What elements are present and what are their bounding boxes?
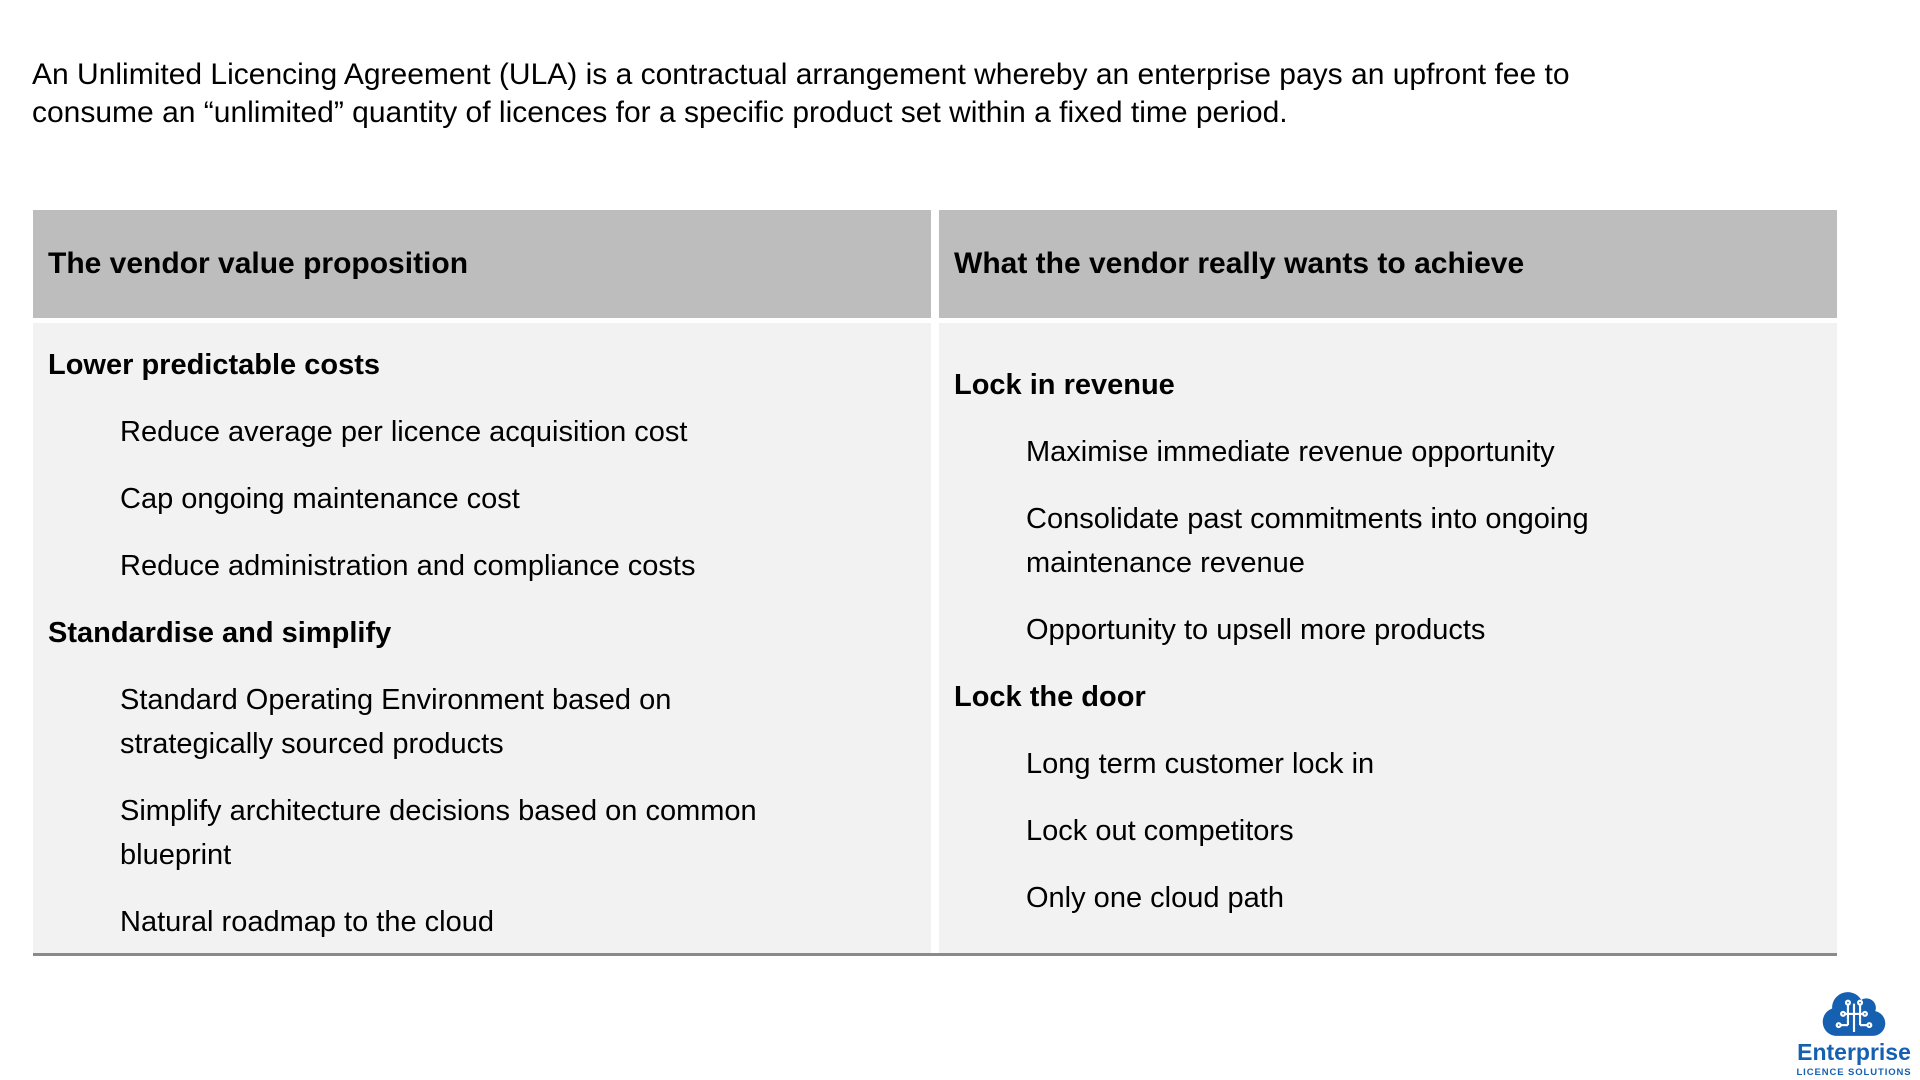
logo: Enterprise LICENCE SOLUTIONS bbox=[1794, 989, 1914, 1078]
section-heading-standardise-and-simplify: Standardise and simplify bbox=[48, 617, 392, 649]
table-header-row: The vendor value proposition What the ve… bbox=[33, 210, 1837, 318]
list-item: Reduce average per licence acquisition c… bbox=[120, 416, 688, 448]
section-heading-lock-the-door: Lock the door bbox=[954, 681, 1146, 713]
list-item: Maximise immediate revenue opportunity bbox=[1026, 436, 1555, 468]
logo-name: Enterprise bbox=[1797, 1039, 1911, 1065]
cloud-circuit-icon bbox=[1822, 992, 1886, 1036]
table-body-row: Lower predictable costs Reduce average p… bbox=[33, 323, 1837, 956]
vendor-really-wants-cell: Lock in revenue Maximise immediate reven… bbox=[939, 323, 1837, 953]
list-item: Opportunity to upsell more products bbox=[1026, 614, 1486, 646]
list-item: Long term customer lock in bbox=[1026, 748, 1375, 780]
list-item: Natural roadmap to the cloud bbox=[120, 906, 494, 938]
intro-text: An Unlimited Licencing Agreement (ULA) i… bbox=[32, 58, 1570, 129]
logo-tagline: LICENCE SOLUTIONS bbox=[1796, 1067, 1912, 1078]
column-header-vendor-really-wants: What the vendor really wants to achieve bbox=[939, 210, 1837, 318]
list-item: Standard Operating Environment based on … bbox=[120, 684, 672, 760]
vendor-value-proposition-cell: Lower predictable costs Reduce average p… bbox=[33, 323, 931, 953]
list-item: Only one cloud path bbox=[1026, 882, 1284, 914]
list-item: Consolidate past commitments into ongoin… bbox=[1026, 503, 1589, 579]
list-item: Cap ongoing maintenance cost bbox=[120, 483, 520, 515]
section-heading-lower-predictable-costs: Lower predictable costs bbox=[48, 349, 380, 381]
list-item: Lock out competitors bbox=[1026, 815, 1294, 847]
list-item: Reduce administration and compliance cos… bbox=[120, 550, 696, 582]
column-header-vendor-value-proposition: The vendor value proposition bbox=[33, 210, 931, 318]
list-item: Simplify architecture decisions based on… bbox=[120, 795, 757, 871]
comparison-table: The vendor value proposition What the ve… bbox=[33, 210, 1837, 956]
section-heading-lock-in-revenue: Lock in revenue bbox=[954, 369, 1175, 401]
